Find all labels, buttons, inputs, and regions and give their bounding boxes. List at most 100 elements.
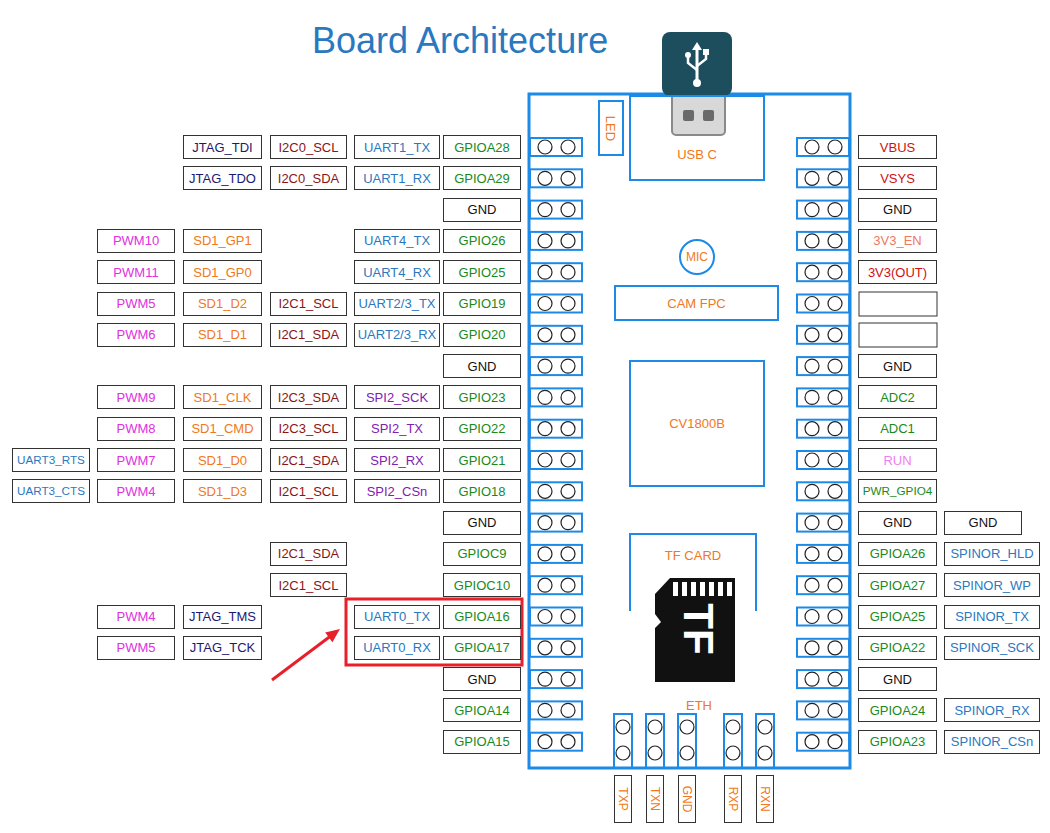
pin-label-text: GND: [883, 203, 912, 216]
pin-label-text: SD1_D2: [198, 297, 247, 310]
pin-label-text: GPIOA28: [454, 141, 510, 154]
pin-label-box: I2C1_SCL: [270, 479, 347, 503]
pin-label-box: SPI2_SCK: [354, 385, 440, 409]
pin-hole: [648, 720, 662, 734]
tf-contact: [682, 582, 687, 596]
pin-label-box: PWM8: [97, 417, 175, 441]
pin-hole: [538, 672, 552, 686]
pin-label-text: USB C: [677, 148, 717, 161]
pin-label-text: GPIOA15: [454, 735, 510, 748]
pin-label-box: UART2/3_RX: [354, 323, 440, 347]
pin-label-box: ADC2: [858, 385, 937, 409]
pin-hole: [828, 234, 842, 248]
empty-pin-box: [859, 323, 937, 347]
pin-label-box: UART0_RX: [354, 636, 440, 660]
pin-label-text: SPINOR_RX: [954, 704, 1029, 717]
pin-label-box: GPIOA27: [858, 573, 937, 597]
header-pin: [797, 545, 849, 563]
pin-label-box: SPINOR_RX: [944, 698, 1040, 722]
pin-label-text: JTAG_TMS: [189, 610, 256, 623]
usb-plug: [672, 92, 725, 135]
eth-label: ETH: [686, 698, 712, 713]
pin-label-box: UART1_TX: [354, 135, 440, 159]
pin-label-box: I2C1_SCL: [270, 292, 347, 316]
header-pin: [530, 639, 582, 657]
pin-label-box: PWM7: [97, 448, 175, 472]
pin-label-box: RUN: [858, 448, 937, 472]
pin-label-box: UART3_CTS: [12, 479, 90, 503]
pin-label-box: GPIO26: [443, 229, 521, 253]
pin-label-text: SPINOR_WP: [953, 579, 1031, 592]
eth-pin-label: RXP: [724, 775, 742, 823]
pin-label-box: I2C3_SCL: [270, 417, 347, 441]
pin-label-box: GPIO18: [443, 479, 521, 503]
pin-hole: [680, 746, 694, 760]
pin-label-box: GPIOC10: [443, 573, 521, 597]
pin-label-text: I2C1_SDA: [278, 328, 339, 341]
pin-label-text: GPIO23: [459, 391, 506, 404]
pin-label-text: GPIOA26: [870, 547, 926, 560]
pin-hole: [828, 484, 842, 498]
pin-label-text: GPIO19: [459, 297, 506, 310]
pin-hole: [561, 203, 575, 217]
pin-hole: [538, 547, 552, 561]
pin-label-text: PWM4: [117, 485, 156, 498]
pin-label-box: GPIO20: [443, 323, 521, 347]
pin-hole: [648, 746, 662, 760]
pin-hole: [538, 516, 552, 530]
header-pin: [797, 357, 849, 375]
pin-hole: [561, 297, 575, 311]
pin-label-box: VSYS: [858, 166, 937, 190]
pin-hole: [538, 703, 552, 717]
pin-label-text: GPIOA27: [870, 579, 926, 592]
pin-label-box: UART0_TX: [354, 605, 440, 629]
pin-label-text: PWM5: [117, 641, 156, 654]
pin-hole: [805, 359, 819, 373]
eth-pin-label: GND: [678, 775, 696, 823]
pin-label-text: GPIOC10: [454, 579, 510, 592]
pin-label-box: SD1_D1: [183, 323, 262, 347]
pin-label-box: GPIOA25: [858, 605, 937, 629]
pin-hole: [538, 297, 552, 311]
pin-hole: [805, 703, 819, 717]
pin-hole: [805, 578, 819, 592]
highlight-box: [346, 599, 522, 665]
pin-hole: [805, 672, 819, 686]
eth-pin-label: TXN: [646, 775, 664, 823]
pointer-arrow: [272, 637, 330, 681]
pin-hole: [538, 328, 552, 342]
header-pin: [797, 451, 849, 469]
pin-hole: [538, 735, 552, 749]
header-pin: [797, 263, 849, 281]
pin-hole: [828, 610, 842, 624]
pin-headers: [530, 138, 849, 768]
pin-hole: [758, 720, 772, 734]
pin-hole: [616, 746, 630, 760]
header-pin: [797, 420, 849, 438]
pin-label-box: PWM5: [97, 636, 175, 660]
header-pin: [797, 169, 849, 187]
pin-hole: [561, 516, 575, 530]
pin-label-text: PWM7: [117, 454, 156, 467]
pin-label-box: I2C1_SDA: [270, 323, 347, 347]
pin-label-text: PWM5: [117, 297, 156, 310]
pin-label-box: GND: [944, 511, 1022, 535]
pin-label-text: ADC2: [880, 391, 915, 404]
pin-label-text: RUN: [883, 454, 911, 467]
pin-label-text: GND: [883, 673, 912, 686]
pin-label-box: SD1_GP1: [183, 229, 262, 253]
pin-label-box: PWM5: [97, 292, 175, 316]
pin-hole: [828, 641, 842, 655]
pin-hole: [538, 203, 552, 217]
pin-label-text: GND: [468, 673, 497, 686]
usb-icon: [662, 32, 732, 135]
pin-label-box: SPI2_CSn: [354, 479, 440, 503]
pin-hole: [828, 422, 842, 436]
pin-label-text: RXN: [759, 786, 771, 811]
pin-hole: [561, 641, 575, 655]
pin-hole: [538, 390, 552, 404]
header-pin: [797, 295, 849, 313]
pin-hole: [538, 234, 552, 248]
tf-contact: [673, 582, 678, 596]
cam-fpc-box: CAM FPC: [614, 285, 779, 321]
